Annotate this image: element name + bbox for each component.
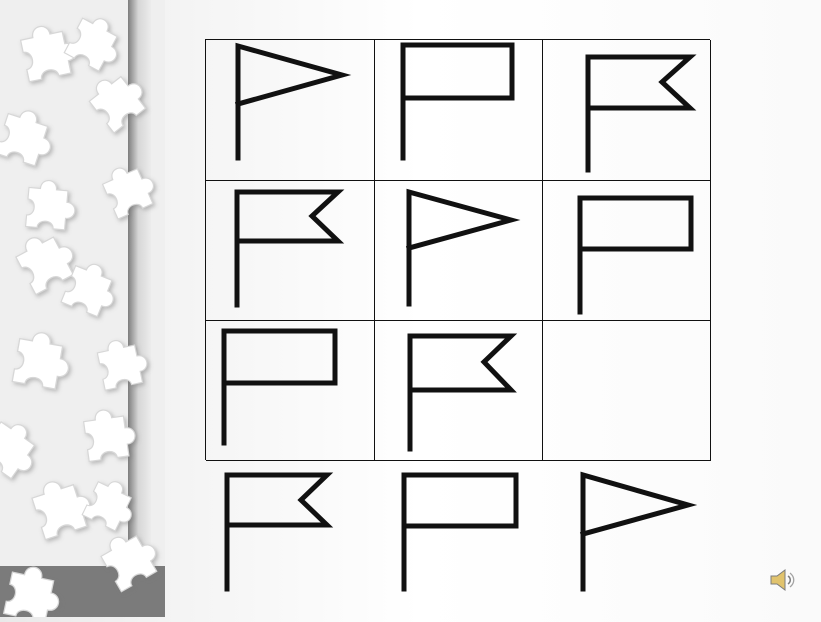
flag-notched-icon xyxy=(542,40,710,180)
grid-cell-r2-c1 xyxy=(206,180,375,321)
puzzle-pieces-decoration xyxy=(0,0,165,617)
flag-triangle-icon xyxy=(374,180,542,320)
grid-cell-r1-c2 xyxy=(374,40,543,181)
grid-cell-r2-c2 xyxy=(374,180,543,321)
grid-cell-r1-c3 xyxy=(542,40,711,181)
flag-rectangle-icon xyxy=(374,40,542,180)
answer-option-rectangle-flag[interactable] xyxy=(382,465,537,605)
puzzle-pieces-sidebar xyxy=(0,0,165,617)
speaker-button[interactable] xyxy=(768,567,798,593)
grid-cell-r3-c1 xyxy=(206,320,375,461)
flag-pattern-grid xyxy=(205,39,710,460)
grid-cell-r2-c3 xyxy=(542,180,711,321)
grid-cell-r3-c3-blank xyxy=(542,320,711,461)
flag-notched-icon xyxy=(374,320,542,460)
flag-triangle-icon xyxy=(206,40,374,180)
answer-option-notched-flag[interactable] xyxy=(205,465,360,605)
flag-rectangle-icon xyxy=(542,180,710,320)
flag-notched-icon xyxy=(205,465,360,605)
flag-rectangle-icon xyxy=(206,320,374,460)
flag-rectangle-icon xyxy=(382,465,537,605)
flag-notched-icon xyxy=(206,180,374,320)
grid-cell-r1-c1 xyxy=(206,40,375,181)
speaker-icon xyxy=(768,567,798,593)
answer-option-triangle-flag[interactable] xyxy=(561,465,716,605)
flag-triangle-icon xyxy=(561,465,716,605)
grid-cell-r3-c2 xyxy=(374,320,543,461)
